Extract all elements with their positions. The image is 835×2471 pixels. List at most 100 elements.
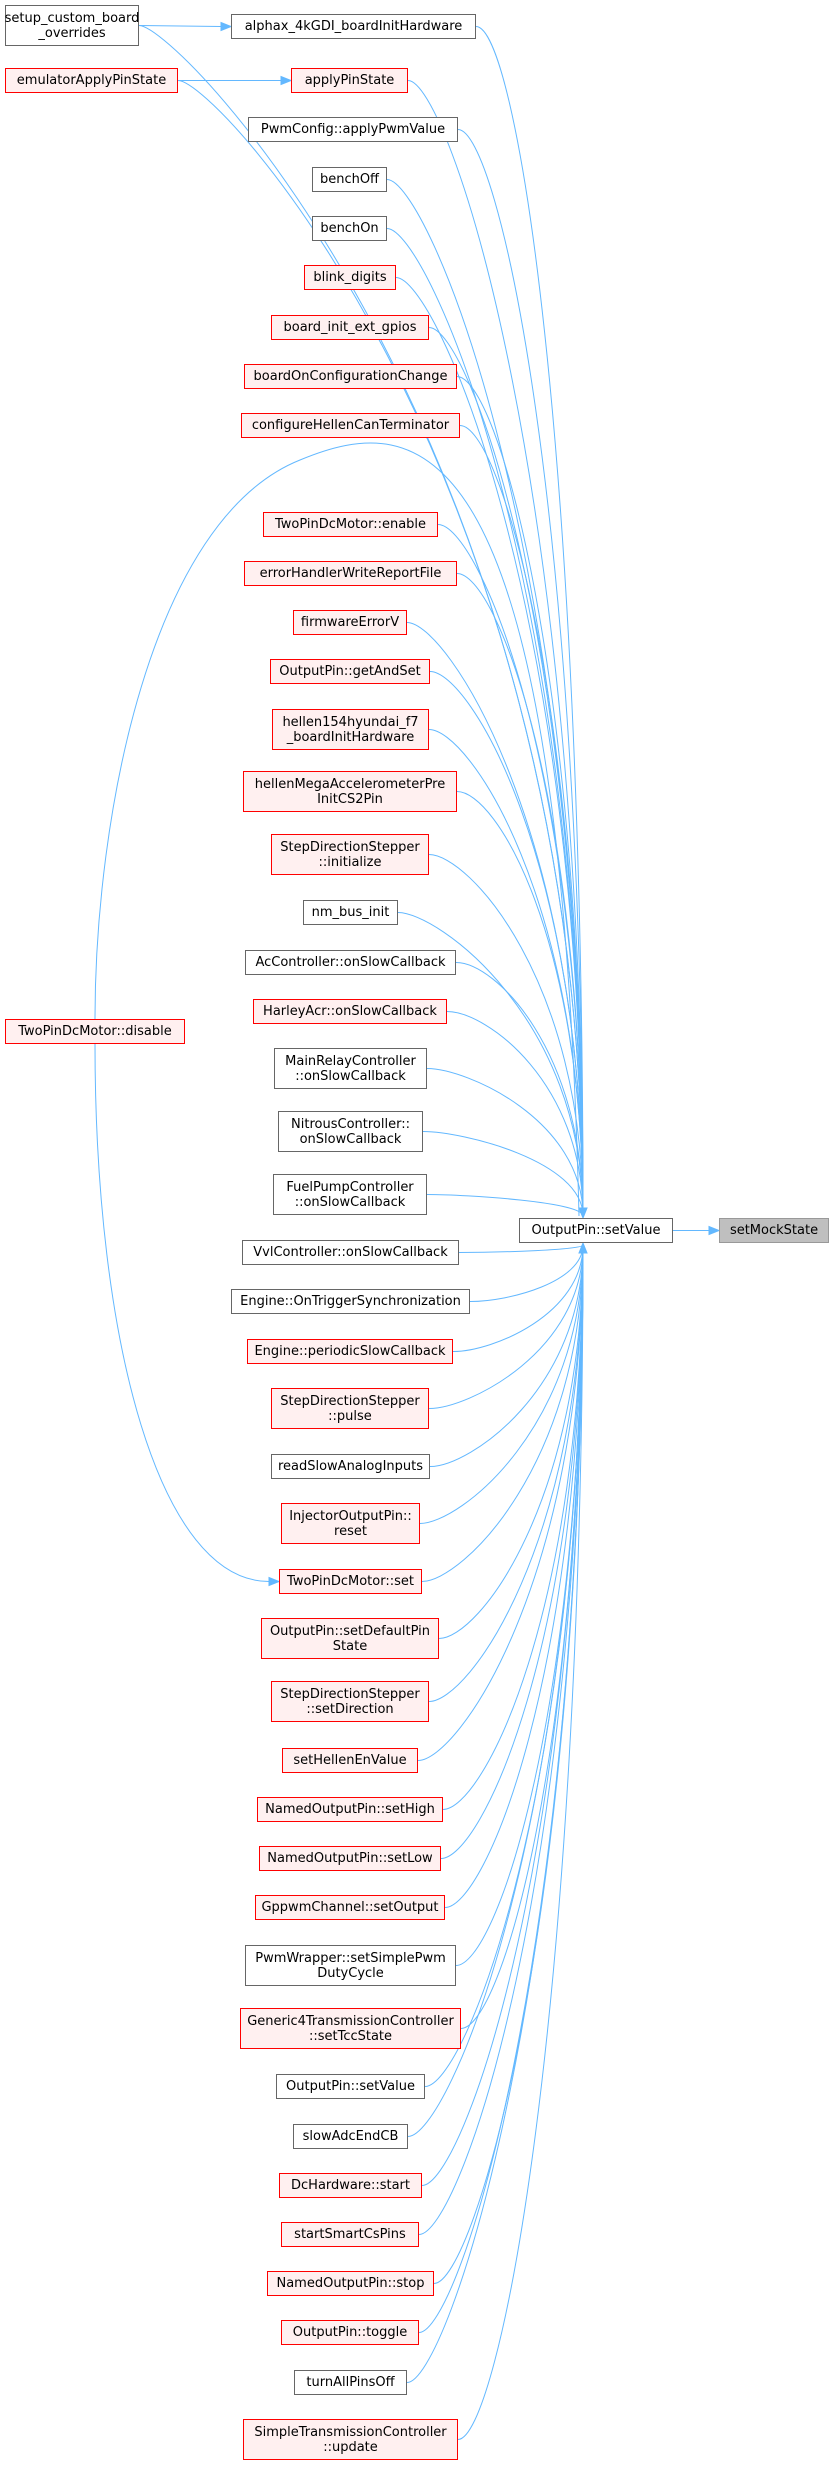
node-dchardware-start[interactable]: DcHardware::start [279,2173,422,2198]
edge-stepdirectionstepper-setdirection-to-hub [428,1244,584,1702]
node-outputpin-toggle[interactable]: OutputPin::toggle [281,2320,419,2345]
node-stepdirectionstepper-setdirection[interactable]: StepDirectionStepper::setDirection [271,1681,429,1722]
node-label: benchOff [319,172,380,187]
node-label: TwoPinDcMotor::set [287,1574,414,1589]
node-label: NamedOutputPin::setLow [267,1851,433,1866]
node-twopindcmotor-set[interactable]: TwoPinDcMotor::set [279,1569,422,1594]
node-label: InitCS2Pin [317,791,383,807]
node-blink-digits[interactable]: blink_digits [304,265,396,290]
node-label: StepDirectionStepper [280,839,420,855]
node-harleyacr-onslowcallback[interactable]: HarleyAcr::onSlowCallback [253,999,447,1024]
node-gppwmchannel-setoutput[interactable]: GppwmChannel::setOutput [255,1895,445,1920]
node-label: State [332,1638,368,1654]
node-label: TwoPinDcMotor::enable [274,517,427,532]
node-sethellenenvalue[interactable]: setHellenEnValue [282,1748,418,1773]
node-namedoutputpin-setlow[interactable]: NamedOutputPin::setLow [259,1846,441,1871]
edge-errorhandlerwritereportfile-to-hub [456,573,584,1217]
node-label: ::pulse [328,1408,372,1424]
edge-dchardware-start-to-hub [421,1244,584,2186]
edge-disable-to-set [94,1043,270,1582]
node-firmwareerrorv[interactable]: firmwareErrorV [293,610,407,635]
edge-pwmconfig-applypwmvalue-to-hub [457,129,584,1217]
node-label: StepDirectionStepper [280,1393,420,1409]
node-fuelpumpcontroller-onslowcallback[interactable]: FuelPumpController::onSlowCallback [273,1174,427,1215]
node-turnallpinsoff[interactable]: turnAllPinsOff [294,2370,407,2395]
node-label: errorHandlerWriteReportFile [259,566,442,581]
node-emulatorapplypinstate[interactable]: emulatorApplyPinState [5,68,178,93]
arrowhead-disable-set [268,1576,281,1587]
node-engine-periodicslowcallback[interactable]: Engine::periodicSlowCallback [247,1339,453,1364]
edge-stepdirectionstepper-initialize-to-hub [428,854,584,1217]
node-alphax-4kgdi-boardinithardware[interactable]: alphax_4kGDI_boardInitHardware [231,14,476,39]
node-label: reset [334,1523,367,1539]
node-hellen154hyundai-f7-boardinithardware[interactable]: hellen154hyundai_f7_boardInitHardware [272,709,429,750]
node-stepdirectionstepper-initialize[interactable]: StepDirectionStepper::initialize [271,834,429,875]
node-nm-bus-init[interactable]: nm_bus_init [303,900,398,925]
node-boardonconfigurationchange[interactable]: boardOnConfigurationChange [244,364,457,389]
node-label: AcController::onSlowCallback [255,955,446,970]
node-accontroller-onslowcallback[interactable]: AcController::onSlowCallback [245,950,456,975]
edge-stepdirectionstepper-pulse-to-hub [428,1244,584,1409]
edge-engine-ontriggersynchronization-to-hub [469,1244,584,1302]
node-outputpin-getandset[interactable]: OutputPin::getAndSet [270,659,430,684]
node-twopindcmotor-enable[interactable]: TwoPinDcMotor::enable [263,512,438,537]
node-outputpin-setvalue[interactable]: OutputPin::setValue [519,1218,673,1243]
node-setup-custom-board-overrides[interactable]: setup_custom_board_overrides [5,5,139,46]
node-benchoff[interactable]: benchOff [312,167,387,192]
node-outputpin-setvalue-2[interactable]: OutputPin::setValue [276,2074,425,2099]
node-label: ::onSlowCallback [295,1068,406,1084]
arrowhead-emulator-apply [280,75,293,86]
node-board-init-ext-gpios[interactable]: board_init_ext_gpios [271,315,429,340]
node-label: OutputPin::getAndSet [279,664,421,679]
node-namedoutputpin-stop[interactable]: NamedOutputPin::stop [267,2271,434,2296]
node-label: firmwareErrorV [300,615,400,630]
edge-readslowanaloginputs-to-hub [429,1244,584,1467]
node-mainrelaycontroller-onslowcallback[interactable]: MainRelayController::onSlowCallback [274,1048,427,1089]
node-label: SimpleTransmissionController [254,2424,447,2440]
arrowhead-top [578,1207,588,1220]
node-startsmartcspins[interactable]: startSmartCsPins [281,2222,419,2247]
node-label: readSlowAnalogInputs [277,1459,424,1474]
edge-simpletransmissioncontroller-update-to-hub [457,1244,584,2440]
node-label: NitrousController:: [291,1116,410,1132]
node-simpletransmissioncontroller-update[interactable]: SimpleTransmissionController::update [243,2419,458,2460]
node-slowadcendcb[interactable]: slowAdcEndCB [293,2124,408,2149]
edge-turnallpinsoff-to-hub [406,1244,584,2383]
edge-gppwmchannel-setoutput-to-hub [444,1244,584,1908]
node-twopindcmotor-disable[interactable]: TwoPinDcMotor::disable [5,1019,185,1044]
node-engine-ontriggersynchronization[interactable]: Engine::OnTriggerSynchronization [231,1289,470,1314]
node-nitrouscontroller-onslowcallback[interactable]: NitrousController::onSlowCallback [278,1111,423,1152]
node-generic4transmissioncontroller-settccstate[interactable]: Generic4TransmissionController::setTccSt… [240,2008,461,2049]
node-label: PwmWrapper::setSimplePwm [255,1950,446,1966]
node-label: boardOnConfigurationChange [253,369,448,384]
node-applypinstate[interactable]: applyPinState [291,68,408,93]
edge-configurehellencanterminator-to-hub [459,425,584,1217]
node-label: nm_bus_init [311,905,390,920]
arrowhead-hub-target [708,1225,721,1236]
node-stepdirectionstepper-pulse[interactable]: StepDirectionStepper::pulse [271,1388,429,1429]
node-pwmconfig-applypwmvalue[interactable]: PwmConfig::applyPwmValue [248,117,458,142]
edge-emulatorapplypinstate-to-hub [177,80,584,1217]
node-injectoroutputpin-reset[interactable]: InjectorOutputPin::reset [281,1503,420,1544]
node-errorhandlerwritereportfile[interactable]: errorHandlerWriteReportFile [244,561,457,586]
node-configurehellencanterminator[interactable]: configureHellenCanTerminator [241,413,460,438]
node-label: alphax_4kGDI_boardInitHardware [244,19,463,34]
node-label: FuelPumpController [286,1179,414,1195]
node-readslowanaloginputs[interactable]: readSlowAnalogInputs [271,1454,430,1479]
node-label: blink_digits [313,270,387,285]
node-vvlcontroller-onslowcallback[interactable]: VvlController::onSlowCallback [242,1240,459,1265]
node-label: PwmConfig::applyPwmValue [260,122,446,137]
node-label: ::update [323,2439,378,2455]
node-label: HarleyAcr::onSlowCallback [263,1004,437,1019]
node-label: DutyCycle [317,1965,384,1981]
edge-startsmartcspins-to-hub [418,1244,584,2235]
node-benchon[interactable]: benchOn [312,216,387,241]
node-label: GppwmChannel::setOutput [261,1900,439,1915]
edge-outputpin-toggle-to-hub [418,1244,584,2333]
node-namedoutputpin-sethigh[interactable]: NamedOutputPin::setHigh [257,1797,443,1822]
